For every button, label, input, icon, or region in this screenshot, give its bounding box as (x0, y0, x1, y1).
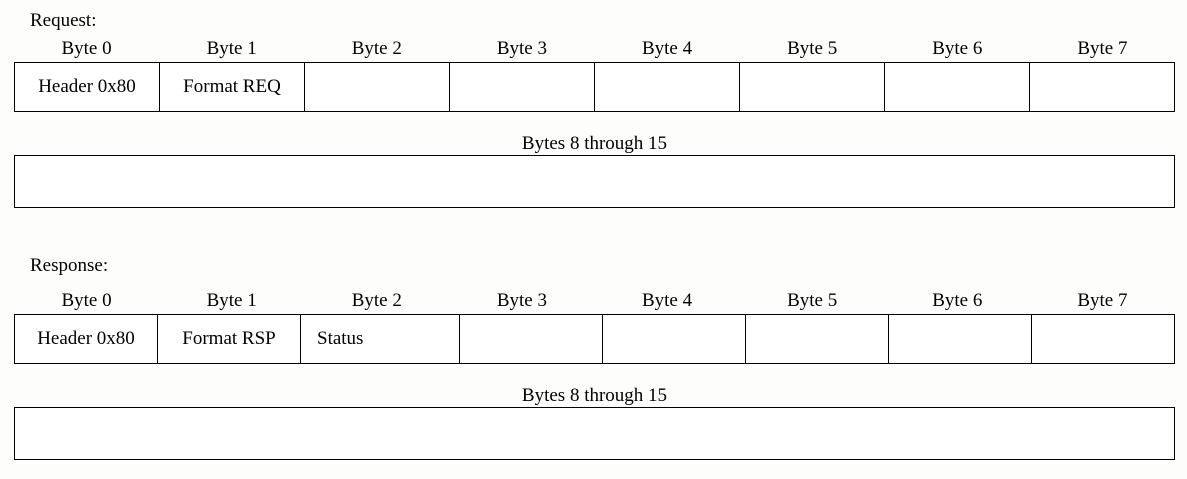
byte-header-1: Byte 1 (206, 290, 257, 311)
request-byte-table: Byte 0 Byte 1 Byte 2 Byte 3 Byte 4 Byte … (14, 38, 1175, 112)
response-byte-header-row: Byte 0 Byte 1 Byte 2 Byte 3 Byte 4 Byte … (14, 290, 1175, 314)
response-byte-cell-row: Header 0x80 Format RSP Status (14, 314, 1175, 364)
byte-header-0: Byte 0 (61, 290, 112, 311)
response-section-label: Response: (30, 255, 109, 276)
request-extended-bytes-box (14, 155, 1175, 208)
request-byte-cell-row: Header 0x80 Format REQ (14, 62, 1175, 112)
byte-header-6: Byte 6 (932, 38, 983, 59)
byte-header-3: Byte 3 (496, 38, 547, 59)
byte-header-7: Byte 7 (1077, 38, 1128, 59)
request-extended-bytes-label: Bytes 8 through 15 (521, 133, 668, 154)
byte-header-3: Byte 3 (496, 290, 547, 311)
byte-header-1: Byte 1 (206, 38, 257, 59)
request-byte-field-5 (740, 63, 885, 111)
byte-header-4: Byte 4 (641, 290, 693, 311)
response-extended-bytes-box (14, 407, 1175, 460)
byte-header-2: Byte 2 (351, 290, 402, 311)
response-byte-field-1: Format RSP (158, 315, 301, 363)
request-section-label: Request: (30, 10, 97, 31)
response-byte-field-5 (746, 315, 889, 363)
request-byte-field-1: Format REQ (160, 63, 305, 111)
byte-header-2: Byte 2 (351, 38, 402, 59)
response-extended-bytes-block: Bytes 8 through 15 (14, 385, 1175, 460)
request-byte-field-2 (305, 63, 450, 111)
request-byte-header-row: Byte 0 Byte 1 Byte 2 Byte 3 Byte 4 Byte … (14, 38, 1175, 62)
request-byte-field-0: Header 0x80 (15, 63, 160, 111)
response-byte-field-2: Status (301, 315, 460, 363)
byte-header-4: Byte 4 (641, 38, 693, 59)
byte-header-6: Byte 6 (932, 290, 983, 311)
byte-header-7: Byte 7 (1077, 290, 1128, 311)
byte-header-5: Byte 5 (787, 290, 838, 311)
request-extended-bytes-block: Bytes 8 through 15 (14, 133, 1175, 208)
byte-header-5: Byte 5 (787, 38, 838, 59)
response-byte-field-7 (1032, 315, 1175, 363)
response-byte-field-3 (460, 315, 603, 363)
response-byte-field-0: Header 0x80 (15, 315, 158, 363)
request-byte-field-4 (595, 63, 740, 111)
response-byte-field-6 (889, 315, 1032, 363)
request-byte-field-6 (885, 63, 1030, 111)
request-byte-field-3 (450, 63, 595, 111)
response-byte-field-4 (603, 315, 746, 363)
response-extended-bytes-label: Bytes 8 through 15 (521, 385, 668, 406)
byte-header-0: Byte 0 (61, 38, 112, 59)
request-byte-field-7 (1030, 63, 1175, 111)
response-byte-table: Byte 0 Byte 1 Byte 2 Byte 3 Byte 4 Byte … (14, 290, 1175, 364)
